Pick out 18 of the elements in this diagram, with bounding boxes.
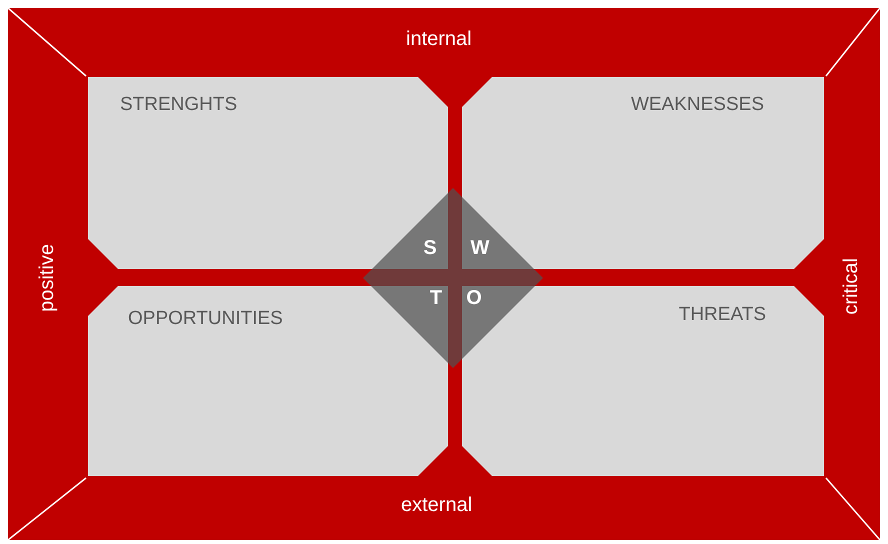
quadrant-letter: O [465,286,483,310]
side-band [8,8,880,76]
quadrant-letter: W [470,236,490,260]
side-band [8,478,880,540]
quadrant-panel [462,77,824,269]
quadrant-title: STRENGHTS [120,94,238,116]
axis-label: internal [406,28,472,51]
quadrant-title: WEAKNESSES [630,94,764,116]
quadrant-panel [462,286,824,476]
quadrant-letter: T [428,286,444,310]
quadrant-letter: S [422,236,438,260]
quadrant-panel [88,286,448,476]
axis-label: external [401,494,472,517]
quadrant-title: THREATS [678,304,766,326]
quadrant-panel [88,77,448,269]
quadrant-title: OPPORTUNITIES [128,308,283,330]
axis-label: critical [840,258,863,315]
axis-label: positive [36,244,59,312]
